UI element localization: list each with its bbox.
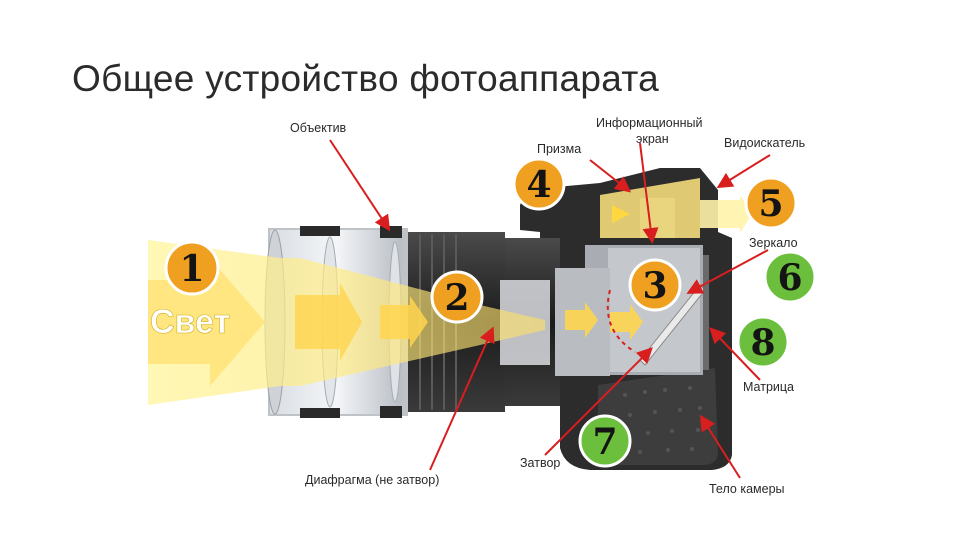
pointer-lens bbox=[329, 139, 391, 232]
pointer-aperture bbox=[429, 326, 495, 471]
label-mirror: Зеркало bbox=[749, 236, 798, 250]
marker-7: 7 bbox=[578, 414, 632, 468]
marker-1-label: 1 bbox=[179, 248, 204, 290]
marker-5: 5 bbox=[744, 176, 798, 230]
label-body: Тело камеры bbox=[709, 482, 785, 496]
labels: Объектив Информационный экран Призма Вид… bbox=[290, 116, 805, 496]
pointer-body bbox=[699, 414, 741, 479]
pointer-mirror bbox=[686, 249, 769, 294]
label-matrix: Матрица bbox=[743, 380, 794, 394]
marker-5-label: 5 bbox=[758, 183, 783, 225]
pointer-shutter bbox=[544, 347, 653, 456]
marker-2-label: 2 bbox=[444, 277, 469, 319]
marker-8: 8 bbox=[736, 315, 790, 369]
prism bbox=[600, 178, 752, 238]
body-grip-texture bbox=[620, 386, 702, 454]
label-lens: Объектив bbox=[290, 121, 347, 135]
label-aperture: Диафрагма (не затвор) bbox=[305, 473, 439, 487]
light-label: Свет bbox=[150, 303, 230, 341]
marker-6: 6 bbox=[763, 250, 817, 304]
marker-4-label: 4 bbox=[526, 164, 551, 206]
marker-8-label: 8 bbox=[750, 322, 775, 364]
marker-4: 4 bbox=[512, 157, 566, 211]
marker-1: 1 bbox=[164, 240, 220, 296]
pointer-info-screen bbox=[639, 142, 659, 244]
label-prism: Призма bbox=[537, 142, 581, 156]
pointer-viewfinder bbox=[716, 154, 771, 189]
marker-3: 3 bbox=[628, 258, 682, 312]
label-shutter: Затвор bbox=[520, 456, 560, 470]
pointer-matrix bbox=[709, 327, 761, 381]
mirror-swing-arc bbox=[606, 289, 636, 353]
label-viewfinder: Видоискатель bbox=[724, 136, 805, 150]
slide-title: Общее устройство фотоаппарата bbox=[72, 58, 660, 99]
marker-6-label: 6 bbox=[777, 257, 802, 299]
marker-3-label: 3 bbox=[642, 265, 667, 307]
marker-2: 2 bbox=[430, 270, 484, 324]
pointer-lines bbox=[329, 139, 771, 479]
pointer-prism bbox=[589, 159, 632, 193]
label-info-screen-1: Информационный bbox=[596, 116, 703, 130]
marker-7-label: 7 bbox=[592, 421, 617, 463]
label-info-screen-2: экран bbox=[636, 132, 669, 146]
sensor bbox=[703, 255, 709, 370]
